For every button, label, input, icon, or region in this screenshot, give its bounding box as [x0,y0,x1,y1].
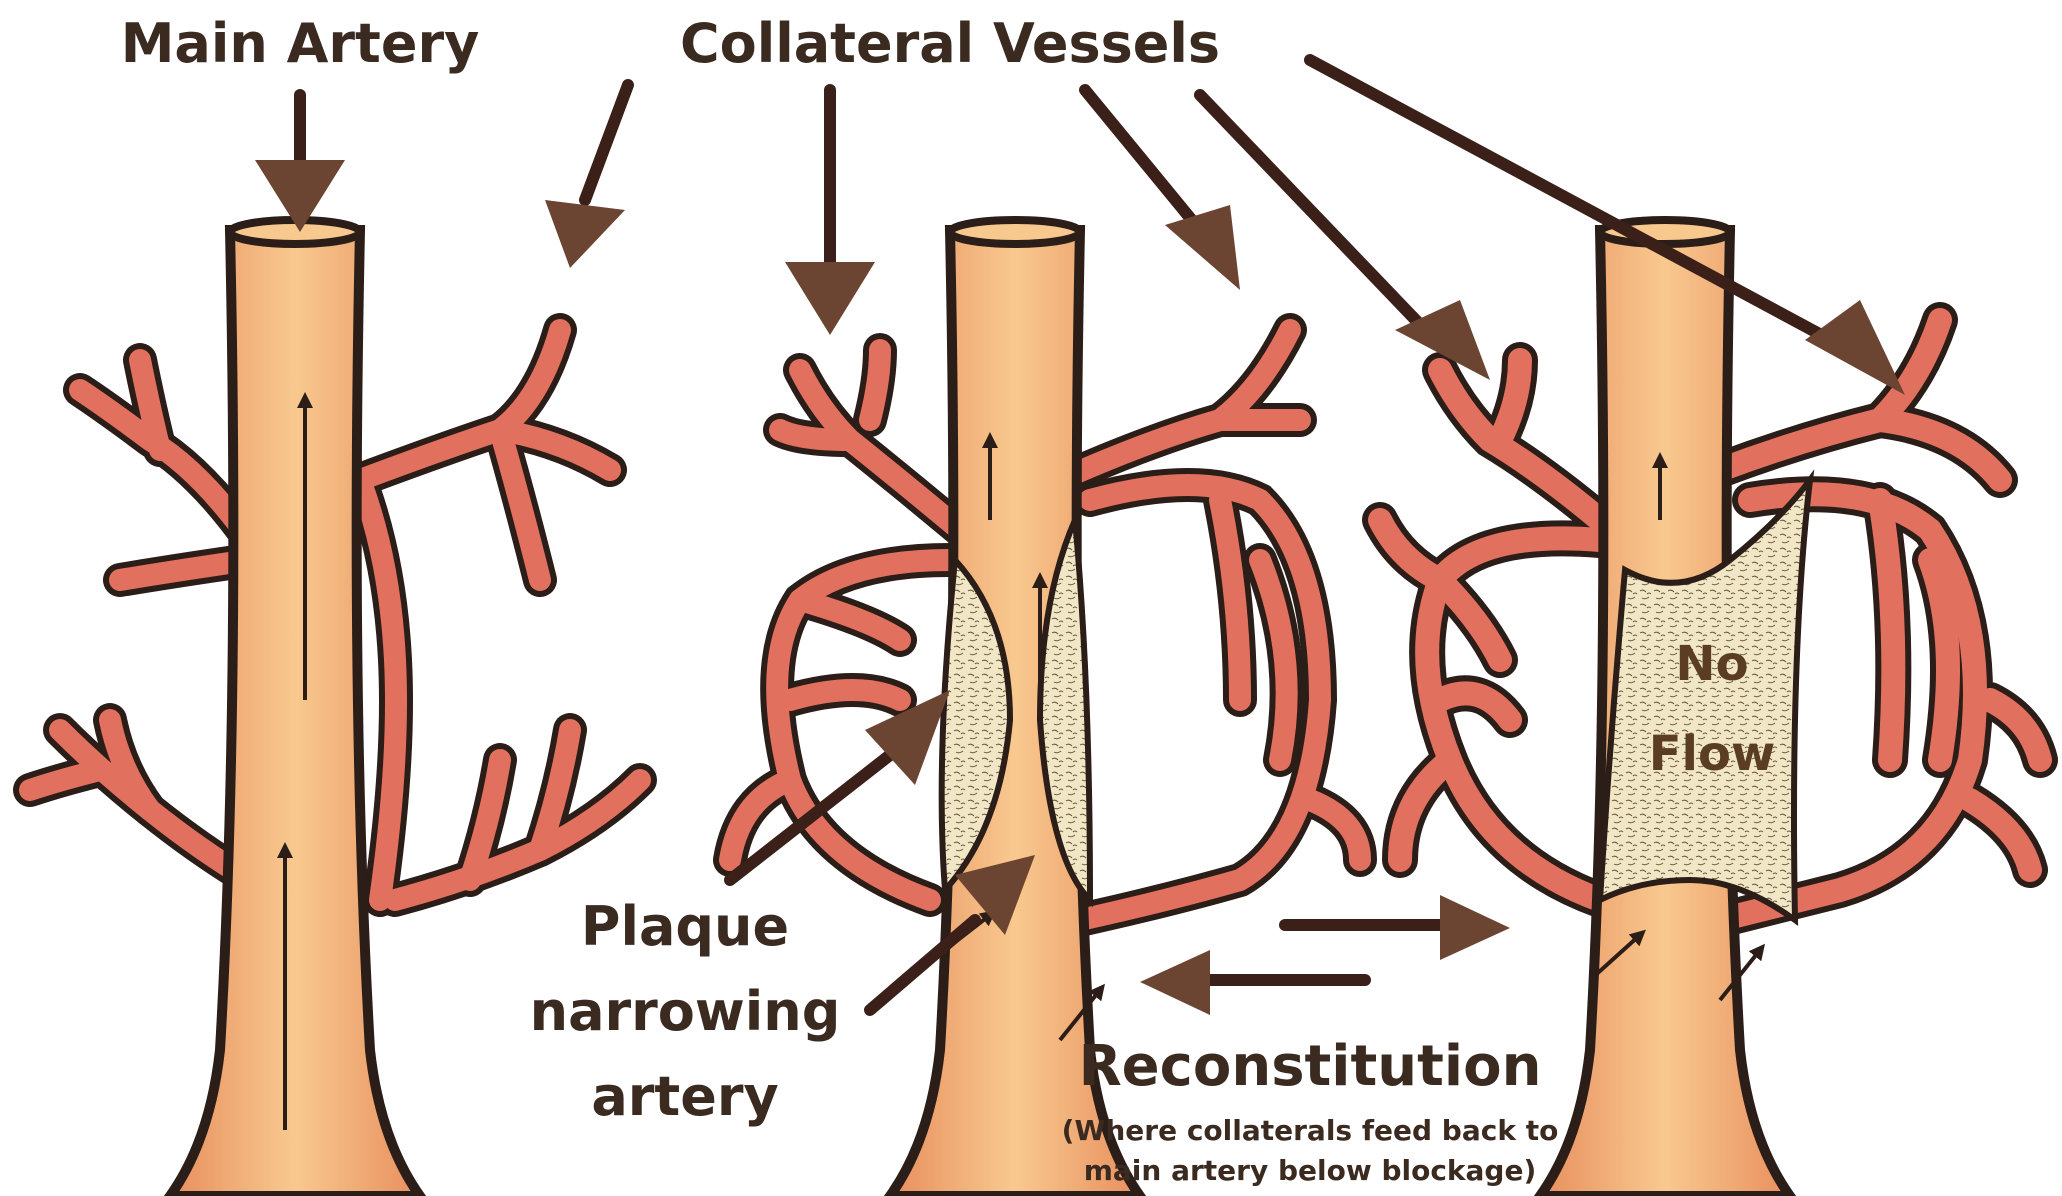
reconstitution-note-line1: (Where collaterals feed back to [1062,1114,1559,1147]
plaque-label-line3: artery [591,1065,778,1128]
main-artery-label: Main Artery [121,12,480,75]
panel-normal-artery [30,220,640,1196]
plaque-label-line2: narrowing [530,980,841,1043]
no-flow-label-line2: Flow [1649,726,1776,782]
reconstitution-label: Reconstitution [1079,1034,1542,1099]
plaque-label-line1: Plaque [581,895,789,958]
no-flow-label-line1: No [1675,636,1748,692]
reconstitution-note-line2: main artery below blockage) [1084,1154,1537,1187]
collateral-vessels-label: Collateral Vessels [680,12,1220,75]
